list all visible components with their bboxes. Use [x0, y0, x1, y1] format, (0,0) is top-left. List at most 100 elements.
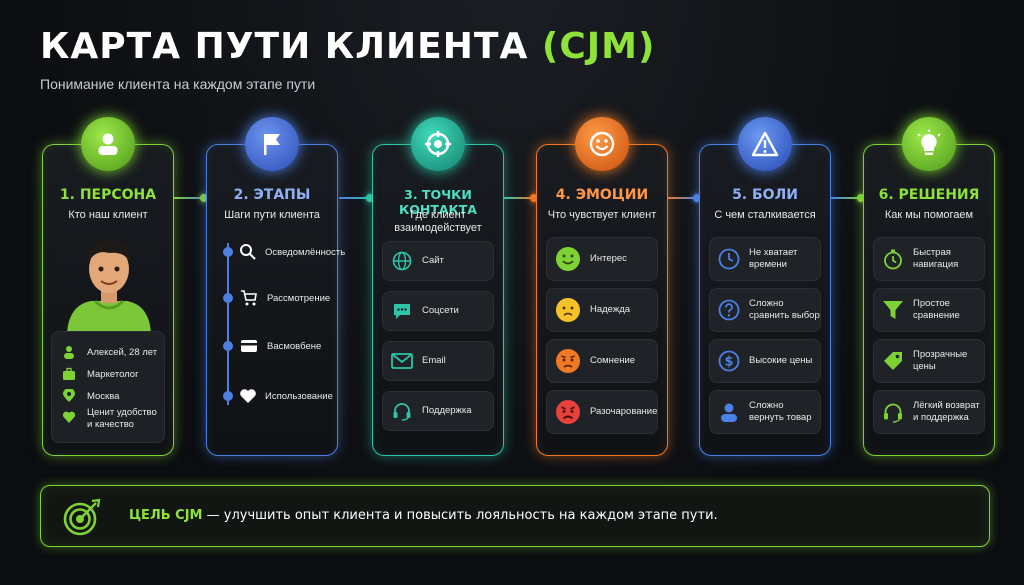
price-tag-icon [882, 350, 904, 372]
persona-detail: Ценит удобство и качество [59, 407, 167, 437]
pains-subtitle: С чем сталкивается [714, 209, 816, 221]
emotion-label: Сомнение [590, 355, 636, 366]
touchpoint-label: Email [422, 355, 446, 366]
cart-icon [239, 288, 259, 308]
touchpoint-item: Сайт [382, 241, 494, 281]
lightbulb-icon [902, 117, 956, 171]
stage-label: Рассмотрение [267, 292, 331, 304]
clock-icon [718, 248, 740, 270]
solutions-card: 6. РЕШЕНИЯ Как мы помогаем Быстрая навиг… [863, 117, 995, 456]
stage-item: Ваcмовбене [239, 335, 331, 357]
emotion-item: Разочарование [546, 390, 658, 434]
emotion-item: Интерес [546, 237, 658, 281]
emotions-card: 4. ЭМОЦИИ Что чувствует клиент Интерес Н… [536, 117, 668, 456]
goal-banner: ЦЕЛЬ CJM — улучшить опыт клиента и повыс… [40, 485, 990, 547]
emotion-item: Сомнение [546, 339, 658, 383]
chat-icon [391, 300, 413, 322]
emotion-item: Надежда [546, 288, 658, 332]
solution-item: Лёгкий возврат и поддержка [873, 390, 985, 434]
persona-detail-label: Маркетолог [87, 368, 139, 380]
solution-label: Быстрая навигация [913, 247, 959, 270]
emotion-label: Разочарование [590, 406, 658, 417]
connector-dot [200, 194, 208, 202]
touchpoint-label: Соцсети [422, 305, 459, 316]
touchpoint-label: Поддержка [422, 405, 472, 416]
emotion-label: Интерес [590, 253, 627, 264]
heart-icon [239, 386, 257, 406]
persona-detail: Алексей, 28 лет [59, 341, 167, 363]
dollar-icon: $ [718, 350, 740, 372]
user-icon [81, 117, 135, 171]
solutions-title: 6. РЕШЕНИЯ [878, 187, 980, 203]
heart-icon [59, 407, 79, 427]
pain-item: $ Высокие цены [709, 339, 821, 383]
persona-title: 1. ПЕРСОНА [59, 187, 157, 203]
title-main: КАРТА ПУТИ КЛИЕНТА [40, 26, 529, 67]
persona-detail: Маркетолог [59, 363, 167, 385]
connector-3-4 [504, 197, 536, 199]
page-subtitle: Понимание клиента на каждом этапе пути [40, 76, 316, 92]
connector-dot [693, 194, 701, 202]
stage-label: Использование [265, 390, 333, 402]
solution-label: Лёгкий возврат и поддержка [913, 400, 980, 423]
emotions-subtitle: Что чувствует клиент [547, 209, 657, 221]
credit-card-icon [239, 336, 259, 356]
stopwatch-icon [882, 248, 904, 270]
page-title: КАРТА ПУТИ КЛИЕНТА (CJM) [40, 26, 655, 67]
pain-label: Не хватает времени [749, 247, 798, 270]
stages-card: 2. ЭТАПЫ Шаги пути клиента Осведомлённос… [206, 117, 345, 456]
goal-text: ЦЕЛЬ CJM — улучшить опыт клиента и повыс… [129, 508, 718, 523]
solution-label: Прозрачные цены [913, 349, 968, 372]
pain-item: Сложно сравнить выбор [709, 288, 821, 332]
warning-icon [738, 117, 792, 171]
briefcase-icon [59, 364, 79, 384]
solution-item: Быстрая навигация [873, 237, 985, 281]
solution-item: Простое сравнение [873, 288, 985, 332]
goal-description: — улучшить опыт клиента и повысить лояль… [202, 508, 718, 523]
touchpoints-title: 3. ТОЧКИ КОНТАКТА [399, 187, 477, 217]
persona-detail: Москва [59, 385, 167, 407]
stage-label: Осведомлённость [265, 246, 346, 258]
connector-dot [857, 194, 865, 202]
happy-face-icon [555, 246, 581, 272]
avatar [67, 240, 151, 333]
timeline-dot [223, 341, 233, 351]
stage-item: Рассмотрение [239, 287, 331, 309]
filter-icon [882, 299, 904, 321]
pains-title: 5. БОЛИ [732, 187, 798, 203]
solution-label: Простое сравнение [913, 298, 960, 321]
pain-label: Сложно вернуть товар [749, 400, 812, 423]
headset-icon [391, 400, 413, 422]
magnifier-icon [239, 242, 257, 262]
pain-item: Сложно вернуть товар [709, 390, 821, 434]
touchpoint-item: Соцсети [382, 291, 494, 331]
touchpoint-label: Сайт [422, 255, 444, 266]
stage-label: Ваcмовбене [267, 340, 322, 352]
touchpoint-item: Email [382, 341, 494, 381]
doubt-face-icon [555, 348, 581, 374]
stage-item: Осведомлённость [239, 241, 345, 263]
pain-item: Не хватает времени [709, 237, 821, 281]
title-accent: (CJM) [541, 26, 656, 67]
persona-card: 1. ПЕРСОНА Кто наш клиент Алексей, 28 ле… [42, 117, 174, 456]
person-icon [59, 342, 79, 362]
connector-2-3 [339, 197, 373, 199]
touchpoint-item: Поддержка [382, 391, 494, 431]
stages-timeline [227, 243, 229, 405]
connector-1-2 [174, 197, 206, 199]
timeline-dot [223, 391, 233, 401]
emotions-title: 4. ЭМОЦИИ [555, 187, 649, 203]
smile-icon [575, 117, 629, 171]
flag-icon [245, 117, 299, 171]
touchpoints-subtitle: Где клиент взаимодействует [394, 209, 482, 234]
emotion-label: Надежда [590, 304, 631, 315]
goal-label: ЦЕЛЬ CJM [129, 508, 203, 523]
solutions-subtitle: Как мы помогаем [884, 209, 974, 221]
pain-label: Высокие цены [749, 355, 813, 366]
stage-item: Использование [239, 385, 333, 407]
mail-icon [391, 350, 413, 372]
persona-subtitle: Кто наш клиент [68, 209, 148, 221]
target-icon [411, 117, 465, 171]
question-icon [718, 299, 740, 321]
timeline-dot [223, 293, 233, 303]
